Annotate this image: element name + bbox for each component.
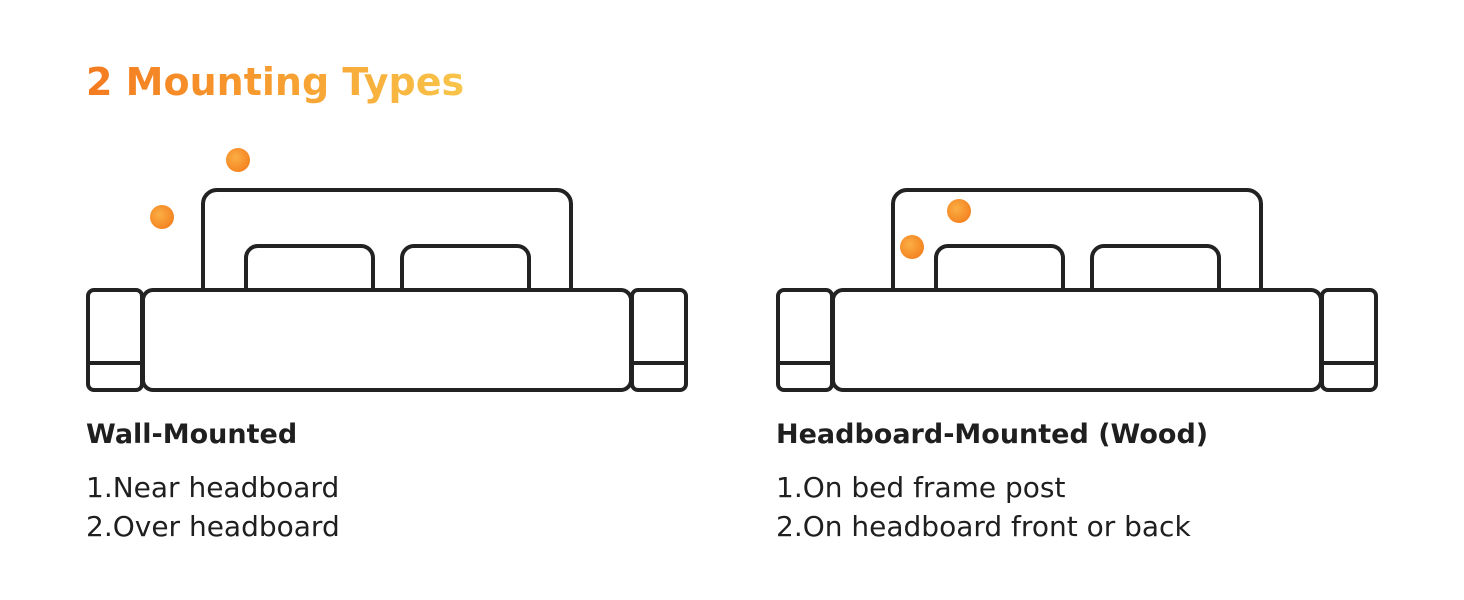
- list-item: 1.Near headboard: [86, 471, 340, 504]
- mattress: [831, 288, 1323, 392]
- nightstand-right: [1320, 288, 1378, 392]
- mount-point-over-headboard: [226, 148, 250, 172]
- bed-illustration-wall-mounted: [86, 148, 688, 392]
- nightstand-right: [630, 288, 688, 392]
- headboard-mounted-heading: Headboard-Mounted (Wood): [776, 419, 1209, 450]
- list-item: 2.On headboard front or back: [776, 510, 1191, 543]
- bed-illustration-headboard-mounted: [776, 188, 1378, 392]
- wall-mounted-panel: Wall-Mounted 1.Near headboard 2.Over hea…: [80, 140, 700, 560]
- list-item: 2.Over headboard: [86, 510, 340, 543]
- nightstand-left: [776, 288, 834, 392]
- wall-mounted-list: 1.Near headboard 2.Over headboard: [86, 468, 340, 546]
- mount-point-headboard-front: [947, 199, 971, 223]
- mount-point-bed-frame-post: [900, 235, 924, 259]
- headboard-mounted-panel: Headboard-Mounted (Wood) 1.On bed frame …: [770, 140, 1390, 560]
- headboard-mounted-list: 1.On bed frame post 2.On headboard front…: [776, 468, 1191, 546]
- wall-mounted-heading: Wall-Mounted: [86, 419, 298, 450]
- mount-point-near-headboard: [150, 205, 174, 229]
- nightstand-left: [86, 288, 144, 392]
- mattress: [141, 288, 633, 392]
- list-item: 1.On bed frame post: [776, 471, 1066, 504]
- page-title: 2 Mounting Types: [86, 60, 465, 104]
